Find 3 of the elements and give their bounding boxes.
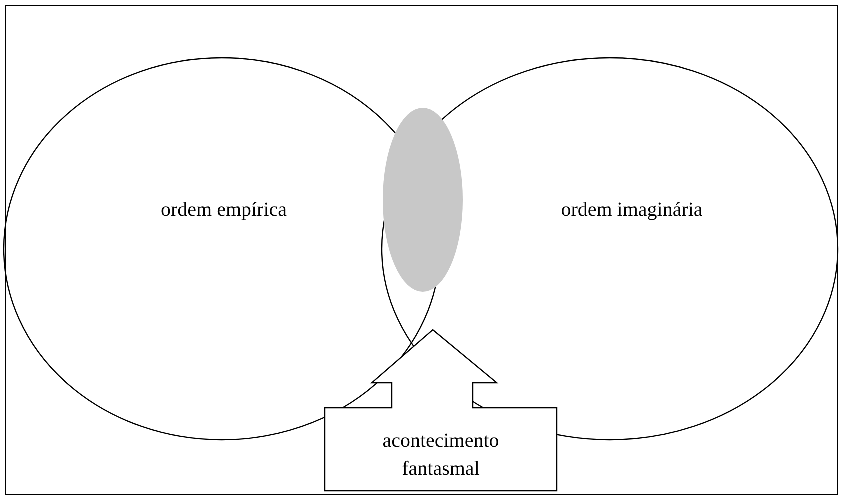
node-label: ordem imaginária — [560, 198, 704, 223]
node-label: ordem empírica — [160, 198, 288, 223]
node-label: acontecimento fantasmal — [382, 429, 500, 482]
